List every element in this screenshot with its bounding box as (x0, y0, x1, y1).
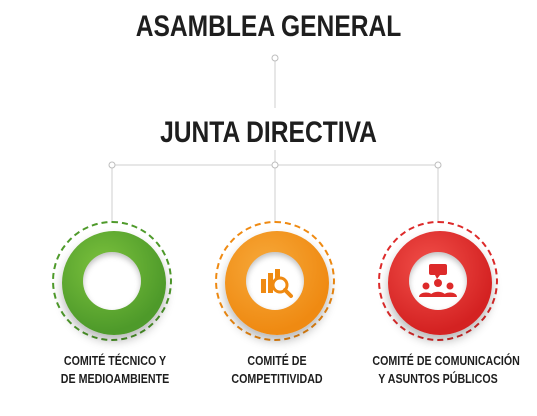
dashed-ring (215, 221, 335, 341)
people-chat-icon (419, 264, 457, 297)
committee-node-competitividad (215, 221, 339, 345)
committee-node-comunicacion (378, 221, 502, 345)
committee-label-competitividad: COMITÉ DE COMPETITIVIDAD (231, 353, 323, 386)
inner-white-circle (83, 252, 141, 310)
dashed-ring (378, 221, 498, 341)
committee-label-comunicacion: COMITÉ DE COMUNICACIÓN Y ASUNTOS PÚBLICO… (372, 353, 520, 386)
hands-plant-icon (93, 270, 131, 295)
dashed-ring (52, 221, 172, 341)
committee-label-tecnico: COMITÉ TÉCNICO Y DE MEDIOAMBIENTE (60, 353, 170, 386)
committee-node-tecnico (52, 221, 176, 345)
chart-magnifier-icon (261, 269, 293, 298)
asamblea-general-title: ASAMBLEA GENERAL (135, 10, 402, 43)
junta-directiva-title: JUNTA DIRECTIVA (160, 116, 377, 149)
